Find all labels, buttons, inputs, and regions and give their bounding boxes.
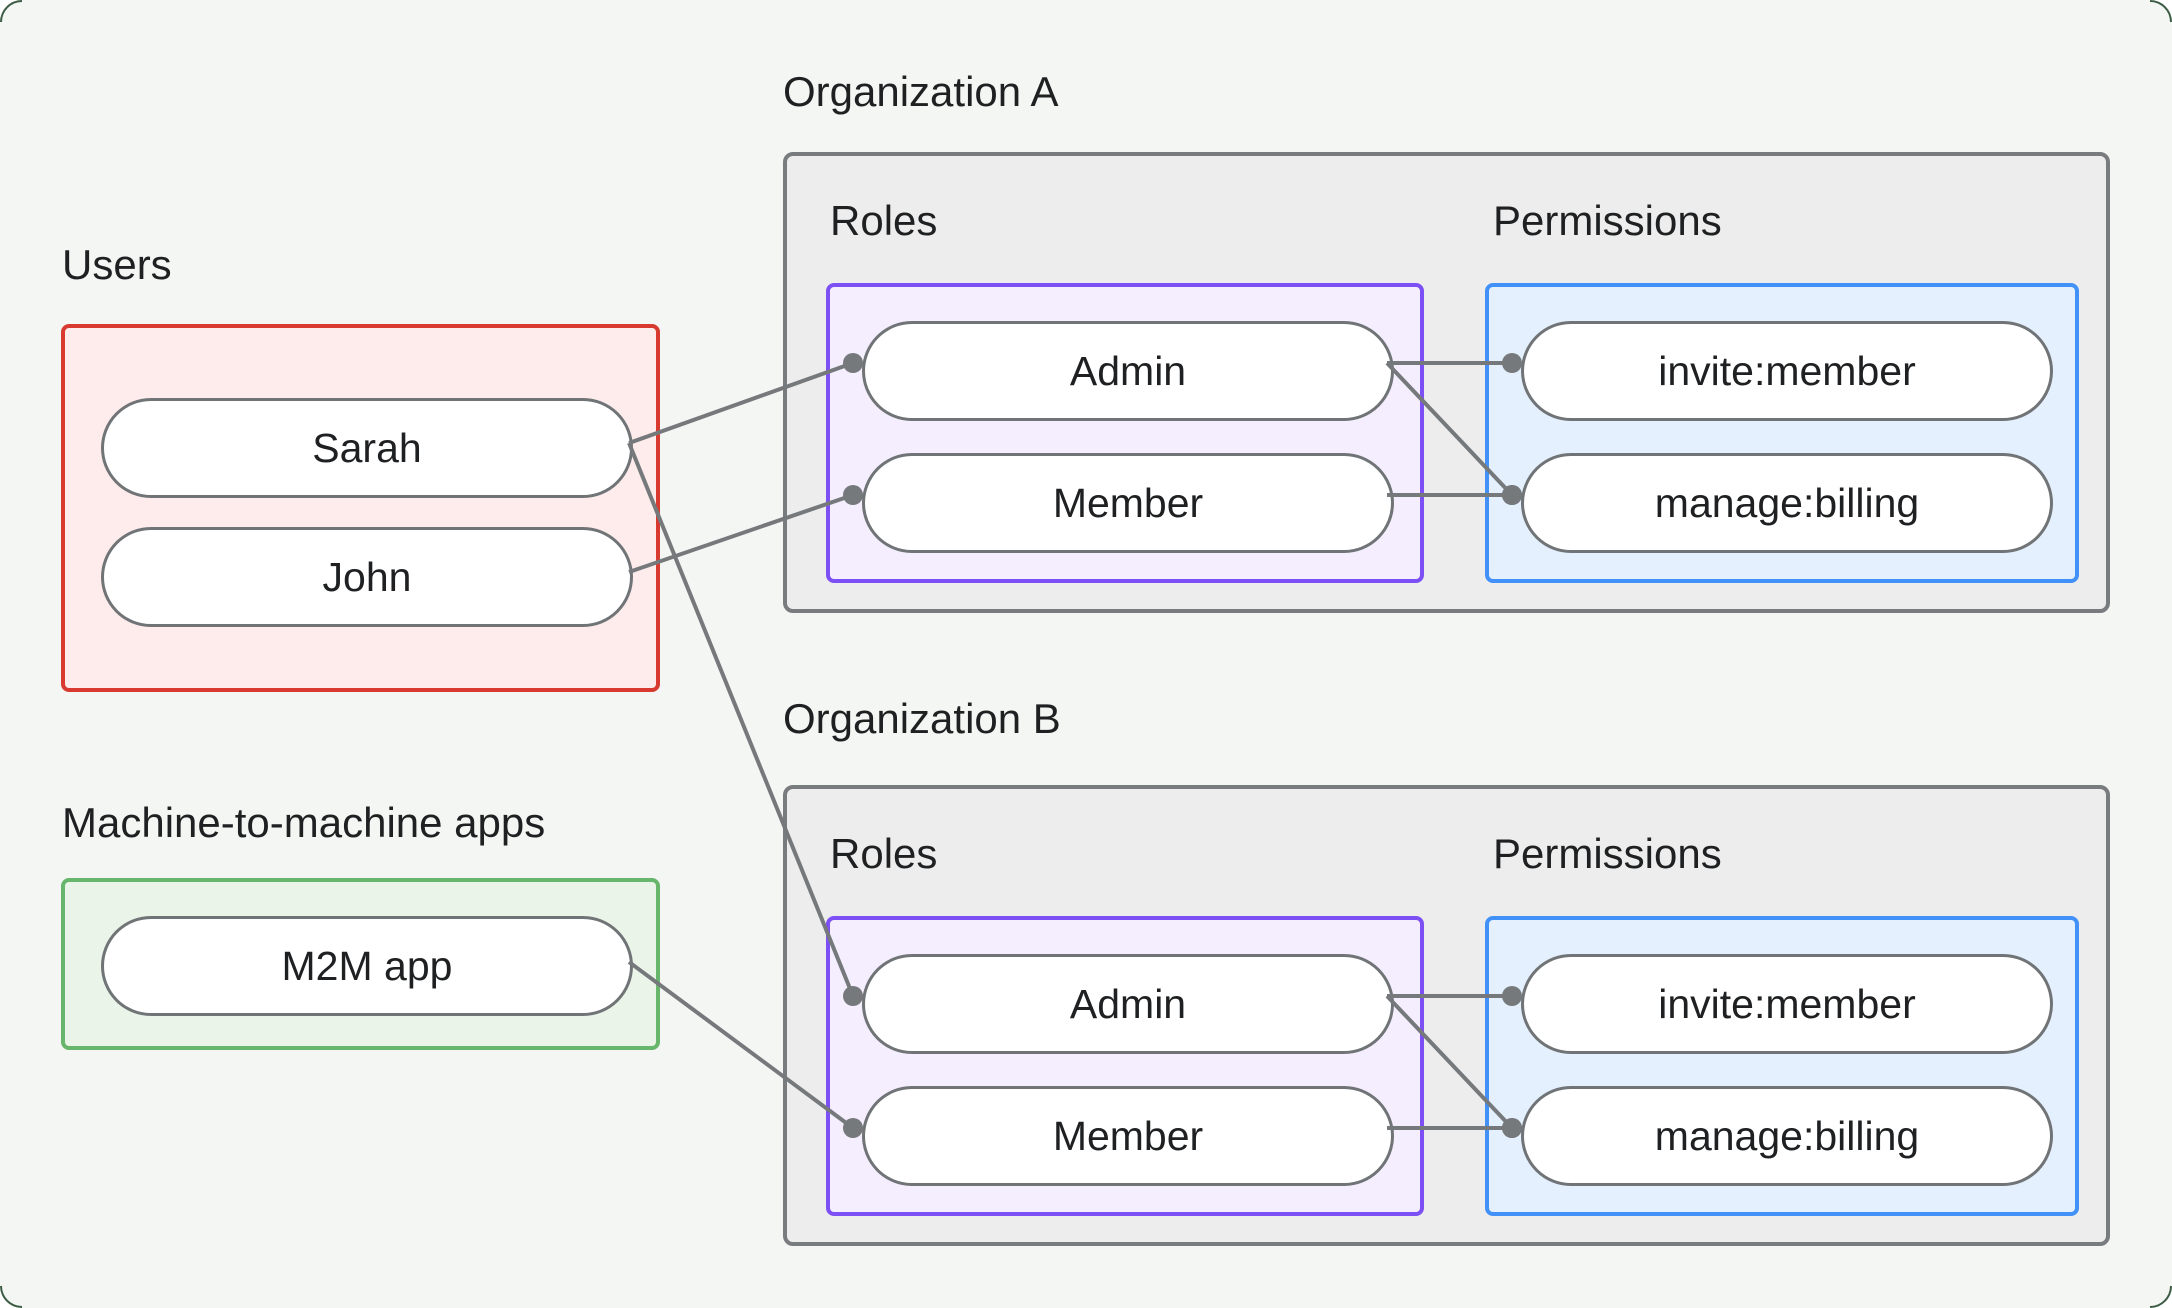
org-b-permission-pill-invite-member: invite:member xyxy=(1521,954,2053,1054)
org-b-permissions-box: invite:member manage:billing xyxy=(1485,916,2079,1216)
org-b-box: Roles Permissions Admin Member invite:me… xyxy=(783,785,2110,1246)
user-pill-sarah: Sarah xyxy=(101,398,633,498)
card-corner-arc-2 xyxy=(2149,1285,2172,1308)
card-corner-arc-0 xyxy=(0,0,23,23)
org-b-role-pill-member: Member xyxy=(862,1086,1394,1186)
org-b-permission-pill-manage-billing: manage:billing xyxy=(1521,1086,2053,1186)
org-b-role-pill-admin: Admin xyxy=(862,954,1394,1054)
org-a-permissions-label: Permissions xyxy=(1493,197,1722,244)
org-a-roles-box: Admin Member xyxy=(826,283,1424,583)
org-a-permissions-box: invite:member manage:billing xyxy=(1485,283,2079,583)
m2m-group-label: Machine-to-machine apps xyxy=(62,799,546,846)
users-group-label: Users xyxy=(62,241,172,288)
card-corner-arc-3 xyxy=(0,1285,23,1308)
m2m-group-box: M2M app xyxy=(61,878,660,1050)
org-b-roles-box: Admin Member xyxy=(826,916,1424,1216)
org-a-box: Roles Permissions Admin Member invite:me… xyxy=(783,152,2110,613)
card-corner-arc-1 xyxy=(2149,0,2172,23)
org-b-label: Organization B xyxy=(783,695,1061,742)
users-group-box: Sarah John xyxy=(61,324,660,692)
m2m-pill-app: M2M app xyxy=(101,916,633,1016)
org-a-roles-label: Roles xyxy=(830,197,938,244)
org-b-roles-label: Roles xyxy=(830,830,938,877)
org-a-role-pill-admin: Admin xyxy=(862,321,1394,421)
org-a-permission-pill-manage-billing: manage:billing xyxy=(1521,453,2053,553)
org-a-label: Organization A xyxy=(783,68,1059,115)
org-b-permissions-label: Permissions xyxy=(1493,830,1722,877)
user-pill-john: John xyxy=(101,527,633,627)
org-a-permission-pill-invite-member: invite:member xyxy=(1521,321,2053,421)
org-a-role-pill-member: Member xyxy=(862,453,1394,553)
